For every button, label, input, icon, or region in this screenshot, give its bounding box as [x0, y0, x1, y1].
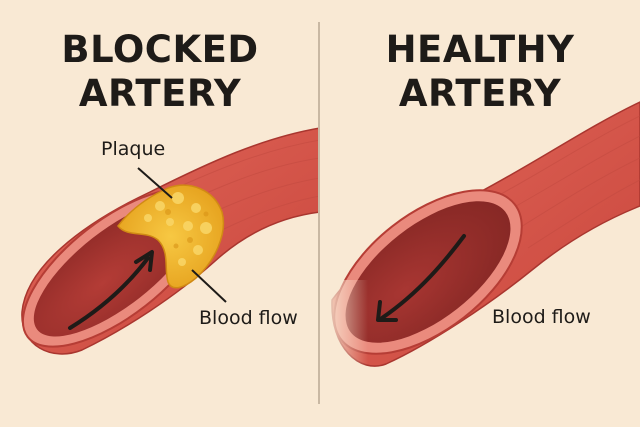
plaque-leader-line	[137, 167, 173, 199]
blocked-artery-title: BLOCKED ARTERY	[0, 28, 320, 116]
blocked-flow-leader-line	[191, 269, 227, 303]
panel-divider	[318, 22, 320, 404]
blocked-title-line2: ARTERY	[78, 72, 242, 115]
healthy-artery-panel: HEALTHY ARTERY	[320, 0, 640, 427]
healthy-artery-edge-fade	[320, 280, 368, 380]
blocked-flow-arrow	[68, 256, 150, 330]
blocked-blood-flow-label: Blood flow	[199, 307, 298, 329]
blocked-flow-arrowhead	[134, 250, 154, 272]
plaque-label: Plaque	[101, 138, 166, 160]
blocked-artery-illustration	[21, 127, 320, 355]
plaque-shadow-dots	[165, 209, 209, 249]
healthy-artery-texture	[489, 115, 640, 249]
blocked-artery-panel: BLOCKED ARTERY	[0, 28, 320, 355]
plaque-texture	[144, 192, 212, 266]
healthy-flow-arrow	[380, 234, 466, 320]
blocked-title-line1: BLOCKED	[61, 28, 259, 71]
healthy-artery-lumen	[345, 201, 511, 343]
healthy-title-line1: HEALTHY	[385, 28, 575, 71]
healthy-flow-arrowhead	[376, 300, 398, 322]
healthy-artery-title: HEALTHY ARTERY	[320, 28, 640, 116]
healthy-title-line2: ARTERY	[398, 72, 562, 115]
healthy-artery-illustration	[320, 101, 640, 380]
healthy-blood-flow-label: Blood flow	[492, 306, 591, 328]
